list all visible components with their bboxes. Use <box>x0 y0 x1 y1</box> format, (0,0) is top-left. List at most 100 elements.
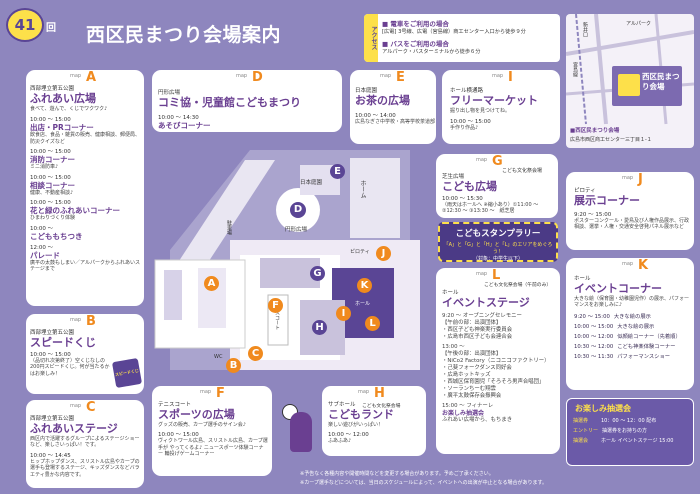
area-c-subtitle: 西部埋立第五公園 <box>30 416 75 422</box>
area-j-subtitle: ピロティ <box>574 188 596 194</box>
area-i-title: フリーマーケット <box>450 94 538 108</box>
area-a-tagline: 食べて、遊んで、くじでワクワク♪ <box>30 105 108 112</box>
area-a-item: 10:00 ～ こどももちつき <box>30 225 83 241</box>
lottery-row: 抽選会ホール イベントステージ 15:00 <box>573 438 674 444</box>
map-label-wc: WC <box>214 354 223 360</box>
program-line: 9:20 ～ オープニングセレモニー <box>442 312 522 319</box>
locator-map: 新井口 宮島線 アルパーク 西区民まつり会場 ■西区民まつり会場 広島市西区商工… <box>566 14 694 148</box>
area-c-time: 10:00 ～ 14:45 <box>30 452 71 459</box>
area-b-letter: B <box>86 314 96 329</box>
map-marker-a[interactable]: A <box>204 276 219 291</box>
map-label-plaza: ホーム <box>359 180 366 198</box>
stamp-rally-line2: （対象：中学生以下） <box>472 256 523 262</box>
program-line: 【午前の部：出演団体】 <box>442 319 502 326</box>
area-d-subtitle: 円形広場 <box>158 90 181 96</box>
area-d-title: コミ協・児童館こどもまつり <box>158 96 301 110</box>
edition-badge: 41 <box>6 8 44 42</box>
area-d-panel: map D 円形広場 コミ協・児童館こどもまつり 10:00 ～ 14:30 あ… <box>152 70 342 132</box>
mascot-child-icon <box>290 412 312 452</box>
program-line: 15:00 ～ フィナーレ <box>442 402 494 409</box>
map-marker-b[interactable]: B <box>226 358 241 373</box>
train-text: [広電] 3号線、広電（宮島線）商工センター入口から徒歩９分 <box>382 29 526 35</box>
program-line: 13:00 ～ <box>442 343 465 350</box>
stamp-rally-title: こどもスタンプラリー <box>455 229 541 239</box>
area-j-letter: J <box>638 172 643 187</box>
area-i-subtitle: ホール横通路 <box>450 88 484 94</box>
area-l-subtitle: ホール <box>442 290 459 296</box>
map-marker-j[interactable]: J <box>376 246 391 261</box>
map-label-parking: 駐車場 <box>226 220 232 235</box>
area-a-item: 12:00 ～ パレード 廣平の太鼓もしまい／アルパークからふれあいステージまで <box>30 244 140 273</box>
area-f-panel: map F テニスコート スポーツの広場 グッズの販売、カープ選手のサイン会♪ … <box>152 386 272 476</box>
area-a-subtitle: 西部埋立第五公園 <box>30 86 75 92</box>
train-icon: ■ <box>382 20 389 28</box>
map-marker-g[interactable]: G <box>310 266 325 281</box>
area-e-letter: E <box>396 70 405 85</box>
page-title: 西区民まつり会場案内 <box>86 24 282 46</box>
map-marker-f[interactable]: F <box>268 298 283 313</box>
locator-map-graphic <box>566 14 694 125</box>
locator-road: 宮島線 <box>572 62 578 77</box>
area-e-panel: map E 日本庭園 お茶の広場 10:00 ～ 14:00 広島なぎさ中学校・… <box>350 70 436 144</box>
area-c-desc: 西区内で活躍するグループによるステージショーなど、楽しさいっぱい！です。 <box>30 435 140 449</box>
area-h-desc2: ふあふあ♪ <box>328 438 352 445</box>
area-d-desc: あそびコーナー <box>158 120 211 130</box>
area-d-time: 10:00 ～ 14:30 <box>158 114 199 121</box>
area-k-title: イベントコーナー <box>574 282 662 296</box>
site-map: 日本庭園 円形広場 ピロティ ホール テニスコート 駐車場 ホーム WC A B… <box>150 140 430 378</box>
area-f-time: 10:00 ～ 15:00 <box>158 432 199 439</box>
area-g-desc: （雨天はホールへ ※縮小あり）①11:00 ～ ②12:30 ～ ③13:30 … <box>442 201 539 215</box>
program-line: ふれあい広場から、もちまき <box>442 416 513 423</box>
area-g-org: こども文化祭会場 <box>502 168 543 174</box>
area-i-desc2: 手作り作品♪ <box>450 125 479 132</box>
map-marker-l[interactable]: L <box>365 316 380 331</box>
program-line: ・廣平太鼓保存会振興会 <box>442 392 502 399</box>
map-marker-c[interactable]: C <box>248 346 263 361</box>
area-f-subtitle: テニスコート <box>158 402 192 408</box>
area-a-item: 10:00 ～ 15:00 花と緑のふれあいコーナー ひまわりづくり体験 <box>30 200 120 222</box>
lottery-title: お楽しみ抽選会 <box>575 404 631 413</box>
program-line: ・西区子ども神楽実行委員会 <box>442 326 513 333</box>
area-c-panel: map C 西部埋立第五公園 ふれあいステージ 西区内で活躍するグループによるス… <box>26 400 144 488</box>
area-a-letter: A <box>86 70 97 85</box>
area-l-org: こども文化祭会場（午前のみ） <box>484 283 552 288</box>
area-b-desc: （品切れ次第終了）空くじなしの200円スピードくじ。何が当たるかはお楽しみ！ <box>30 357 110 377</box>
area-c-desc2: ヒップホップダンス、スリストル広島やカープの選手も登場するステージ、キッズダンス… <box>30 458 140 478</box>
map-marker-h[interactable]: H <box>312 320 327 335</box>
area-e-time: 10:00 ～ 14:00 <box>355 112 396 119</box>
area-h-time: 10:00 ～ 12:00 <box>328 432 369 439</box>
area-l-title: イベントステージ <box>442 296 530 310</box>
area-h-panel: map H こども文化祭会場 サブホール こどもランド 楽しい遊びがいっぱい！ … <box>322 386 426 456</box>
map-marker-k[interactable]: K <box>357 278 372 293</box>
program-line: ・広島市西区子ども会連合会 <box>442 333 513 340</box>
locator-venue-label: 西区民まつり会場 <box>642 72 680 91</box>
program-line: ・NiCo2 Factory（ニコニコファクトリー） <box>442 357 550 364</box>
map-label-round-plaza: 円形広場 <box>285 227 308 233</box>
map-marker-i[interactable]: I <box>336 306 351 321</box>
area-h-subtitle: サブホール <box>328 402 356 408</box>
area-j-time: 9:20 ～ 15:00 <box>574 211 612 218</box>
area-b-subtitle: 西部埋立第五公園 <box>30 330 75 336</box>
area-e-subtitle: 日本庭園 <box>355 88 378 94</box>
program-line: ・ソーランちーむ翔雲 <box>442 385 496 392</box>
map-tag: map <box>70 73 82 79</box>
area-f-desc: グッズの販売、カープ選手のサイン会♪ <box>158 421 246 428</box>
area-g-subtitle: 芝生広場 <box>442 174 465 180</box>
area-k-subtitle: ホール <box>574 276 591 282</box>
area-h-org: こども文化祭会場 <box>362 404 401 409</box>
area-k-letter: K <box>638 258 649 273</box>
map-marker-d[interactable]: D <box>290 202 306 218</box>
area-k-panel: map K ホール イベントコーナー 大きな絵（保育園・幼稚園児作）の展示、パフ… <box>566 258 694 390</box>
map-marker-e[interactable]: E <box>330 164 345 179</box>
program-line: ・西城区保育園児「そろそろ男声合唱団」 <box>442 378 545 385</box>
area-f-letter: F <box>216 386 225 401</box>
area-i-panel: map I ホール横通路 フリーマーケット 掘り出し物を見つけてね。 10:00… <box>442 70 560 144</box>
program-line: お楽しみ抽選会 <box>442 409 485 417</box>
stamp-rally-banner: こどもスタンプラリー 「A」と「G」と「H」と「L」のエリアをめぐろう！ （対象… <box>438 222 558 262</box>
area-j-desc: ポスターコンクール・愛鳥及び人権作品展示、行政相談、選挙・人権・交通安全啓発パネ… <box>574 217 690 231</box>
